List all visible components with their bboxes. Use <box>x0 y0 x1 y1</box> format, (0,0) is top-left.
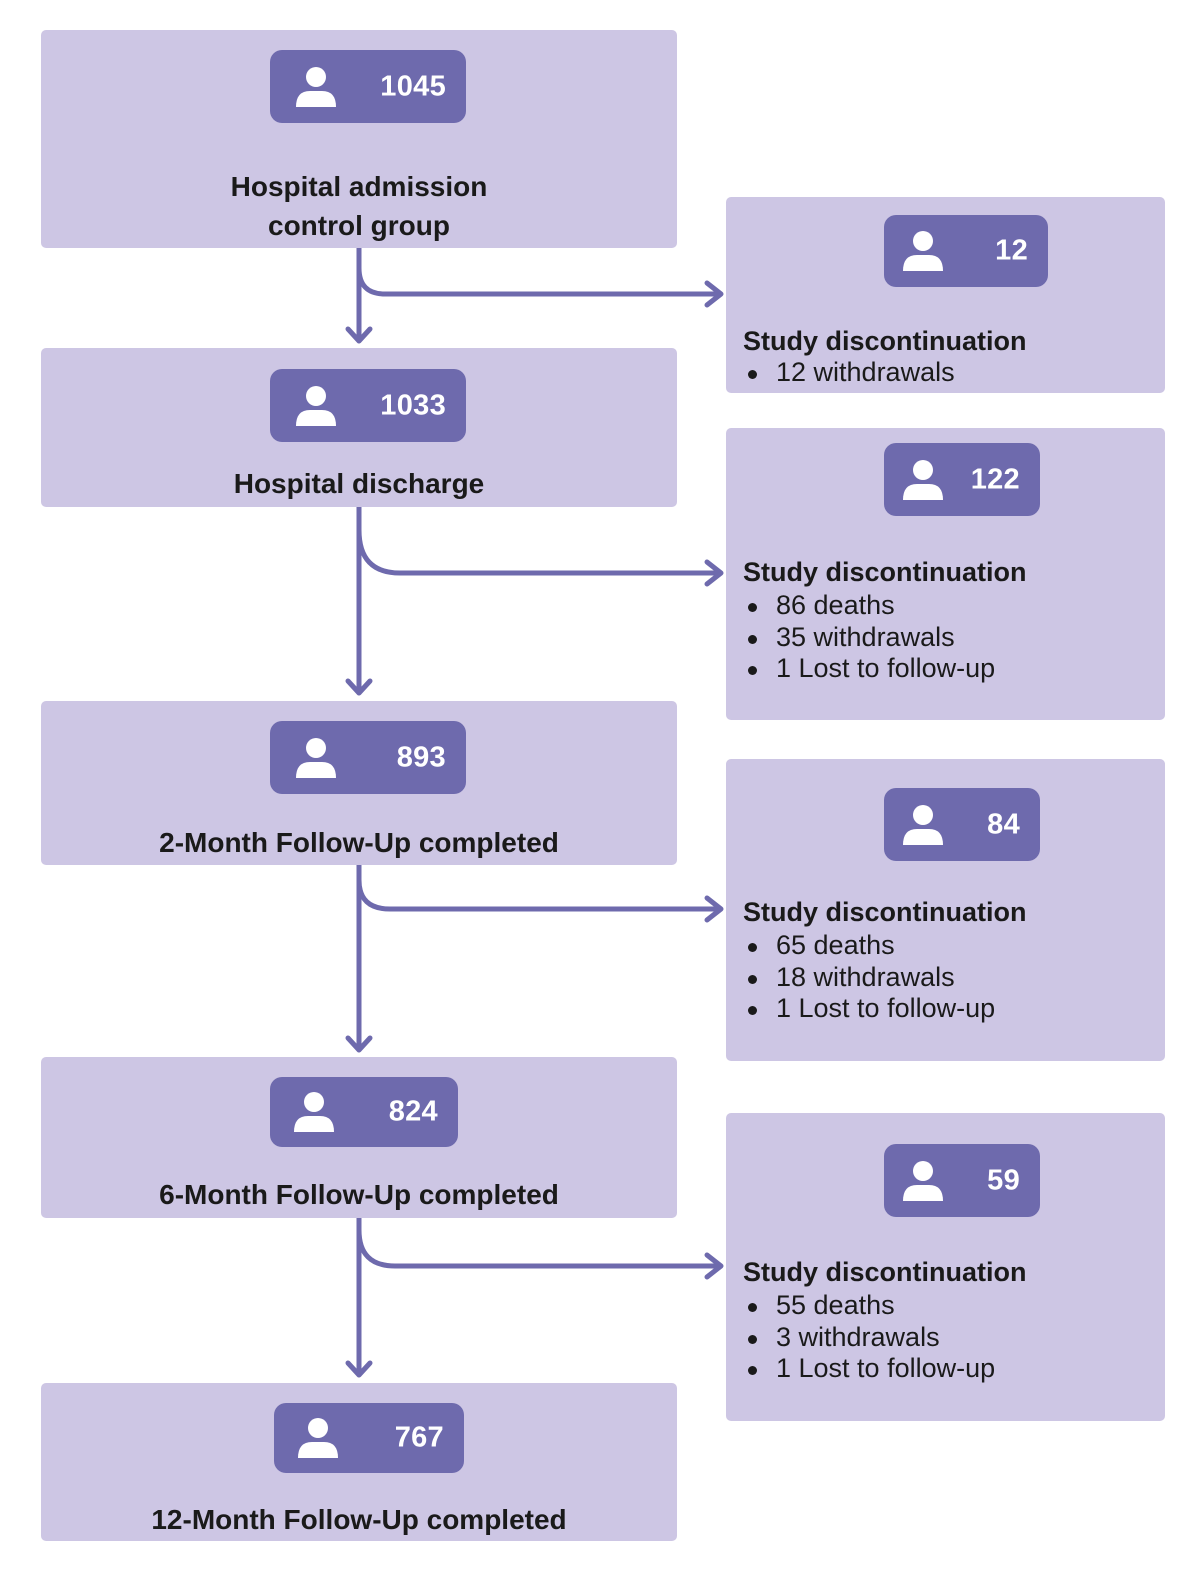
list-item: 1 Lost to follow-up <box>743 653 995 685</box>
exit-title: Study discontinuation <box>743 557 1027 587</box>
participant-count: 1033 <box>380 389 446 421</box>
arrowhead-down <box>345 1035 373 1053</box>
exit-title: Study discontinuation <box>743 897 1027 927</box>
count-pill: 893 <box>270 721 466 794</box>
count-pill: 1045 <box>270 50 466 123</box>
list-item: 55 deaths <box>743 1290 995 1322</box>
list-item: 35 withdrawals <box>743 622 995 654</box>
list-item: 1 Lost to follow-up <box>743 993 995 1025</box>
person-icon <box>903 804 943 845</box>
stage-label: 6-Month Follow-Up completed <box>159 1179 559 1210</box>
list-item: 65 deaths <box>743 930 995 962</box>
count-pill: 12 <box>884 215 1048 287</box>
person-icon <box>903 459 943 500</box>
exit-box-3: 84 Study discontinuation 65 deaths 18 wi… <box>726 759 1165 1061</box>
connector-branch-exit-1 <box>356 265 723 297</box>
stage-box-12-month: 767 12-Month Follow-Up completed <box>41 1383 677 1541</box>
stage-box-admission: 1045 Hospital admission control group <box>41 30 677 248</box>
stage-box-2-month: 893 2-Month Follow-Up completed <box>41 701 677 865</box>
connector-branch-exit-2 <box>356 527 723 576</box>
count-pill: 767 <box>274 1403 464 1473</box>
stage-label: 12-Month Follow-Up completed <box>151 1504 567 1535</box>
stage-label: Hospital discharge <box>233 468 485 499</box>
participant-count: 1045 <box>380 70 446 102</box>
arrowhead-right <box>704 1252 724 1280</box>
exit-reasons-list: 65 deaths 18 withdrawals 1 Lost to follo… <box>743 930 995 1025</box>
discontinued-count: 12 <box>995 234 1028 267</box>
arrowhead-down <box>345 326 373 344</box>
arrowhead-right <box>704 559 724 587</box>
list-item: 18 withdrawals <box>743 962 995 994</box>
person-icon <box>296 737 336 778</box>
person-icon <box>296 385 336 426</box>
exit-box-2: 122 Study discontinuation 86 deaths 35 w… <box>726 428 1165 720</box>
discontinued-count: 84 <box>987 808 1020 840</box>
person-icon <box>294 1092 334 1132</box>
stage-box-discharge: 1033 Hospital discharge <box>41 348 677 507</box>
discontinued-count: 122 <box>970 463 1020 495</box>
count-pill: 59 <box>884 1144 1040 1217</box>
arrowhead-right <box>704 895 724 923</box>
person-icon <box>903 231 943 271</box>
connector-branch-exit-4 <box>356 1227 723 1269</box>
exit-reasons-list: 86 deaths 35 withdrawals 1 Lost to follo… <box>743 590 995 685</box>
exit-box-1: 12 Study discontinuation 12 withdrawals <box>726 197 1165 393</box>
stage-label: Hospital admission control group <box>230 171 488 241</box>
exit-reasons-list: 12 withdrawals <box>743 357 955 389</box>
count-pill: 84 <box>884 788 1040 861</box>
person-icon <box>903 1160 943 1201</box>
list-item: 1 Lost to follow-up <box>743 1353 995 1385</box>
connector-branch-exit-3 <box>356 877 723 912</box>
list-item: 3 withdrawals <box>743 1322 995 1354</box>
exit-reasons-list: 55 deaths 3 withdrawals 1 Lost to follow… <box>743 1290 995 1385</box>
list-item: 12 withdrawals <box>743 357 955 389</box>
exit-title: Study discontinuation <box>743 1257 1027 1287</box>
participant-count: 824 <box>388 1095 438 1128</box>
count-pill: 122 <box>884 443 1040 516</box>
stage-box-6-month: 824 6-Month Follow-Up completed <box>41 1057 677 1218</box>
exit-title: Study discontinuation <box>743 326 1027 356</box>
list-item: 86 deaths <box>743 590 995 622</box>
discontinued-count: 59 <box>987 1164 1020 1196</box>
count-pill: 824 <box>270 1077 458 1147</box>
person-icon <box>298 1418 338 1458</box>
participant-count: 767 <box>394 1421 444 1454</box>
participant-count: 893 <box>396 741 446 773</box>
arrowhead-down <box>345 1360 373 1378</box>
arrowhead-right <box>704 280 724 308</box>
count-pill: 1033 <box>270 369 466 442</box>
person-icon <box>296 66 336 107</box>
arrowhead-down <box>345 678 373 696</box>
exit-box-4: 59 Study discontinuation 55 deaths 3 wit… <box>726 1113 1165 1421</box>
stage-label: 2-Month Follow-Up completed <box>159 827 559 858</box>
